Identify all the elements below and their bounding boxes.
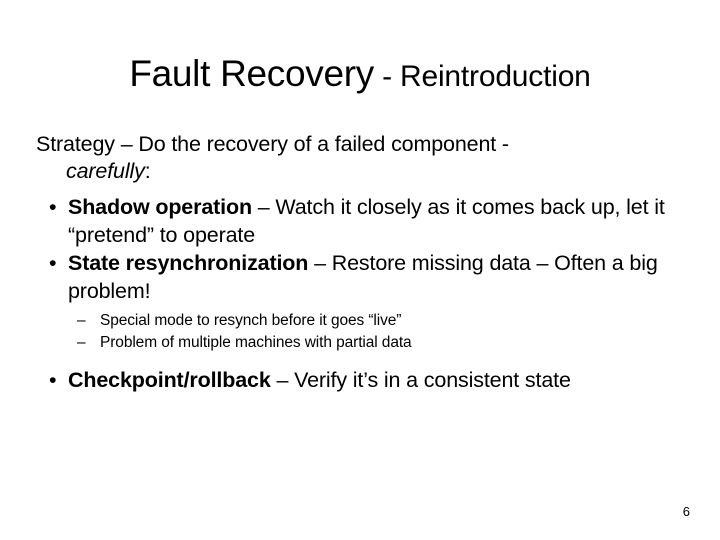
bullet-dot-icon: • [49,251,57,275]
strategy-lead-line2: carefully: [36,158,696,185]
sub-bullet-list: – Special mode to resynch before it goes… [36,310,696,354]
bullet-lead-in-label: Checkpoint/rollback [68,368,271,392]
bullet-dot-icon: • [49,195,57,219]
bullet-body-text: – Watch it closely as it comes back up, … [68,195,665,247]
sub-bullet-partial-data: – Problem of multiple machines with part… [36,332,696,354]
slide-title-subtitle: - Reintroduction [373,60,591,93]
bullet-shadow-operation: • Shadow operation – Watch it closely as… [36,194,696,249]
bullet-body-text: – Restore missing data – Often a big pro… [68,251,658,303]
bullet-dot-icon: • [49,368,57,392]
strategy-lead-emphasis: carefully [66,159,145,183]
strategy-lead-colon: : [144,159,151,183]
slide-title-main: Fault Recovery [129,53,374,94]
dash-bullet-icon: – [77,312,86,329]
layout-spacer [36,360,696,367]
bullet-lead-in-label: Shadow operation [68,195,252,219]
strategy-lead-paragraph: Strategy – Do the recovery of a failed c… [36,131,696,185]
bullet-checkpoint-rollback: • Checkpoint/rollback – Verify it’s in a… [36,367,696,395]
sub-bullet-special-mode: – Special mode to resynch before it goes… [36,310,696,332]
slide-title: Fault Recovery - Reintroduction [0,53,720,94]
bullet-body-text: – Verify it’s in a consistent state [270,368,571,392]
slide-body: Strategy – Do the recovery of a failed c… [36,131,696,396]
bullet-state-resynchronization: • State resynchronization – Restore miss… [36,250,696,305]
sub-bullet-text: Problem of multiple machines with partia… [100,334,412,351]
page-number: 6 [682,504,690,519]
bullet-lead-in-label: State resynchronization [68,251,309,275]
sub-bullet-text: Special mode to resynch before it goes “… [100,312,402,329]
dash-bullet-icon: – [77,334,86,351]
strategy-lead-line1: Strategy – Do the recovery of a failed c… [36,132,509,156]
